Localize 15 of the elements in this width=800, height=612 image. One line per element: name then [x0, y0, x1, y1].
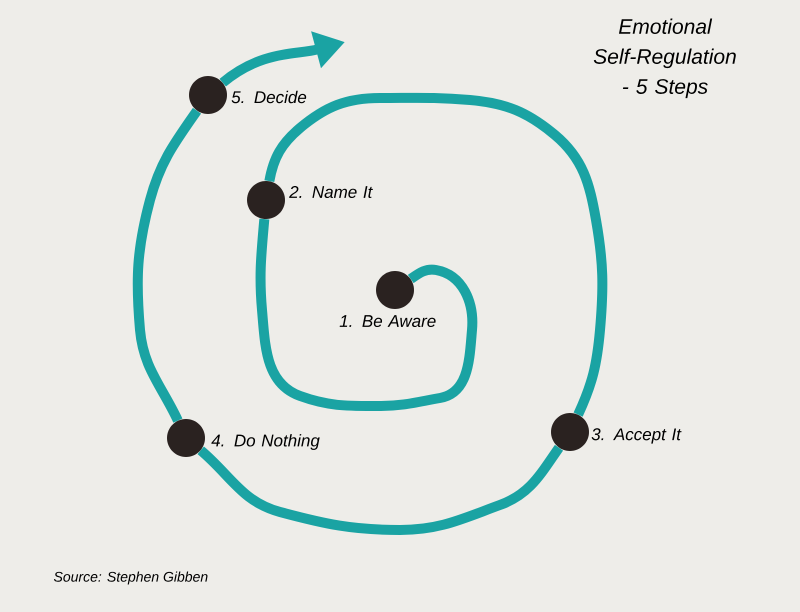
dot [167, 418, 205, 457]
dot [376, 271, 414, 309]
dot [247, 181, 285, 219]
step-label: 4. Do Nothing [211, 434, 320, 450]
dot [189, 76, 227, 114]
step-label: 3. Accept It [592, 428, 682, 444]
step-label: 1. Be Aware [340, 315, 436, 328]
title: Emotional Self-Regulation - 5 Steps [594, 18, 736, 98]
spiral-line [264, 92, 608, 417]
dot [551, 412, 589, 451]
step-label: 2. Name It [289, 186, 373, 198]
spiral-line [132, 108, 202, 423]
spiral-line [197, 444, 564, 535]
source-note: Source: Stephen Gibben [54, 571, 208, 584]
step-label: 5. Decide [232, 90, 306, 104]
